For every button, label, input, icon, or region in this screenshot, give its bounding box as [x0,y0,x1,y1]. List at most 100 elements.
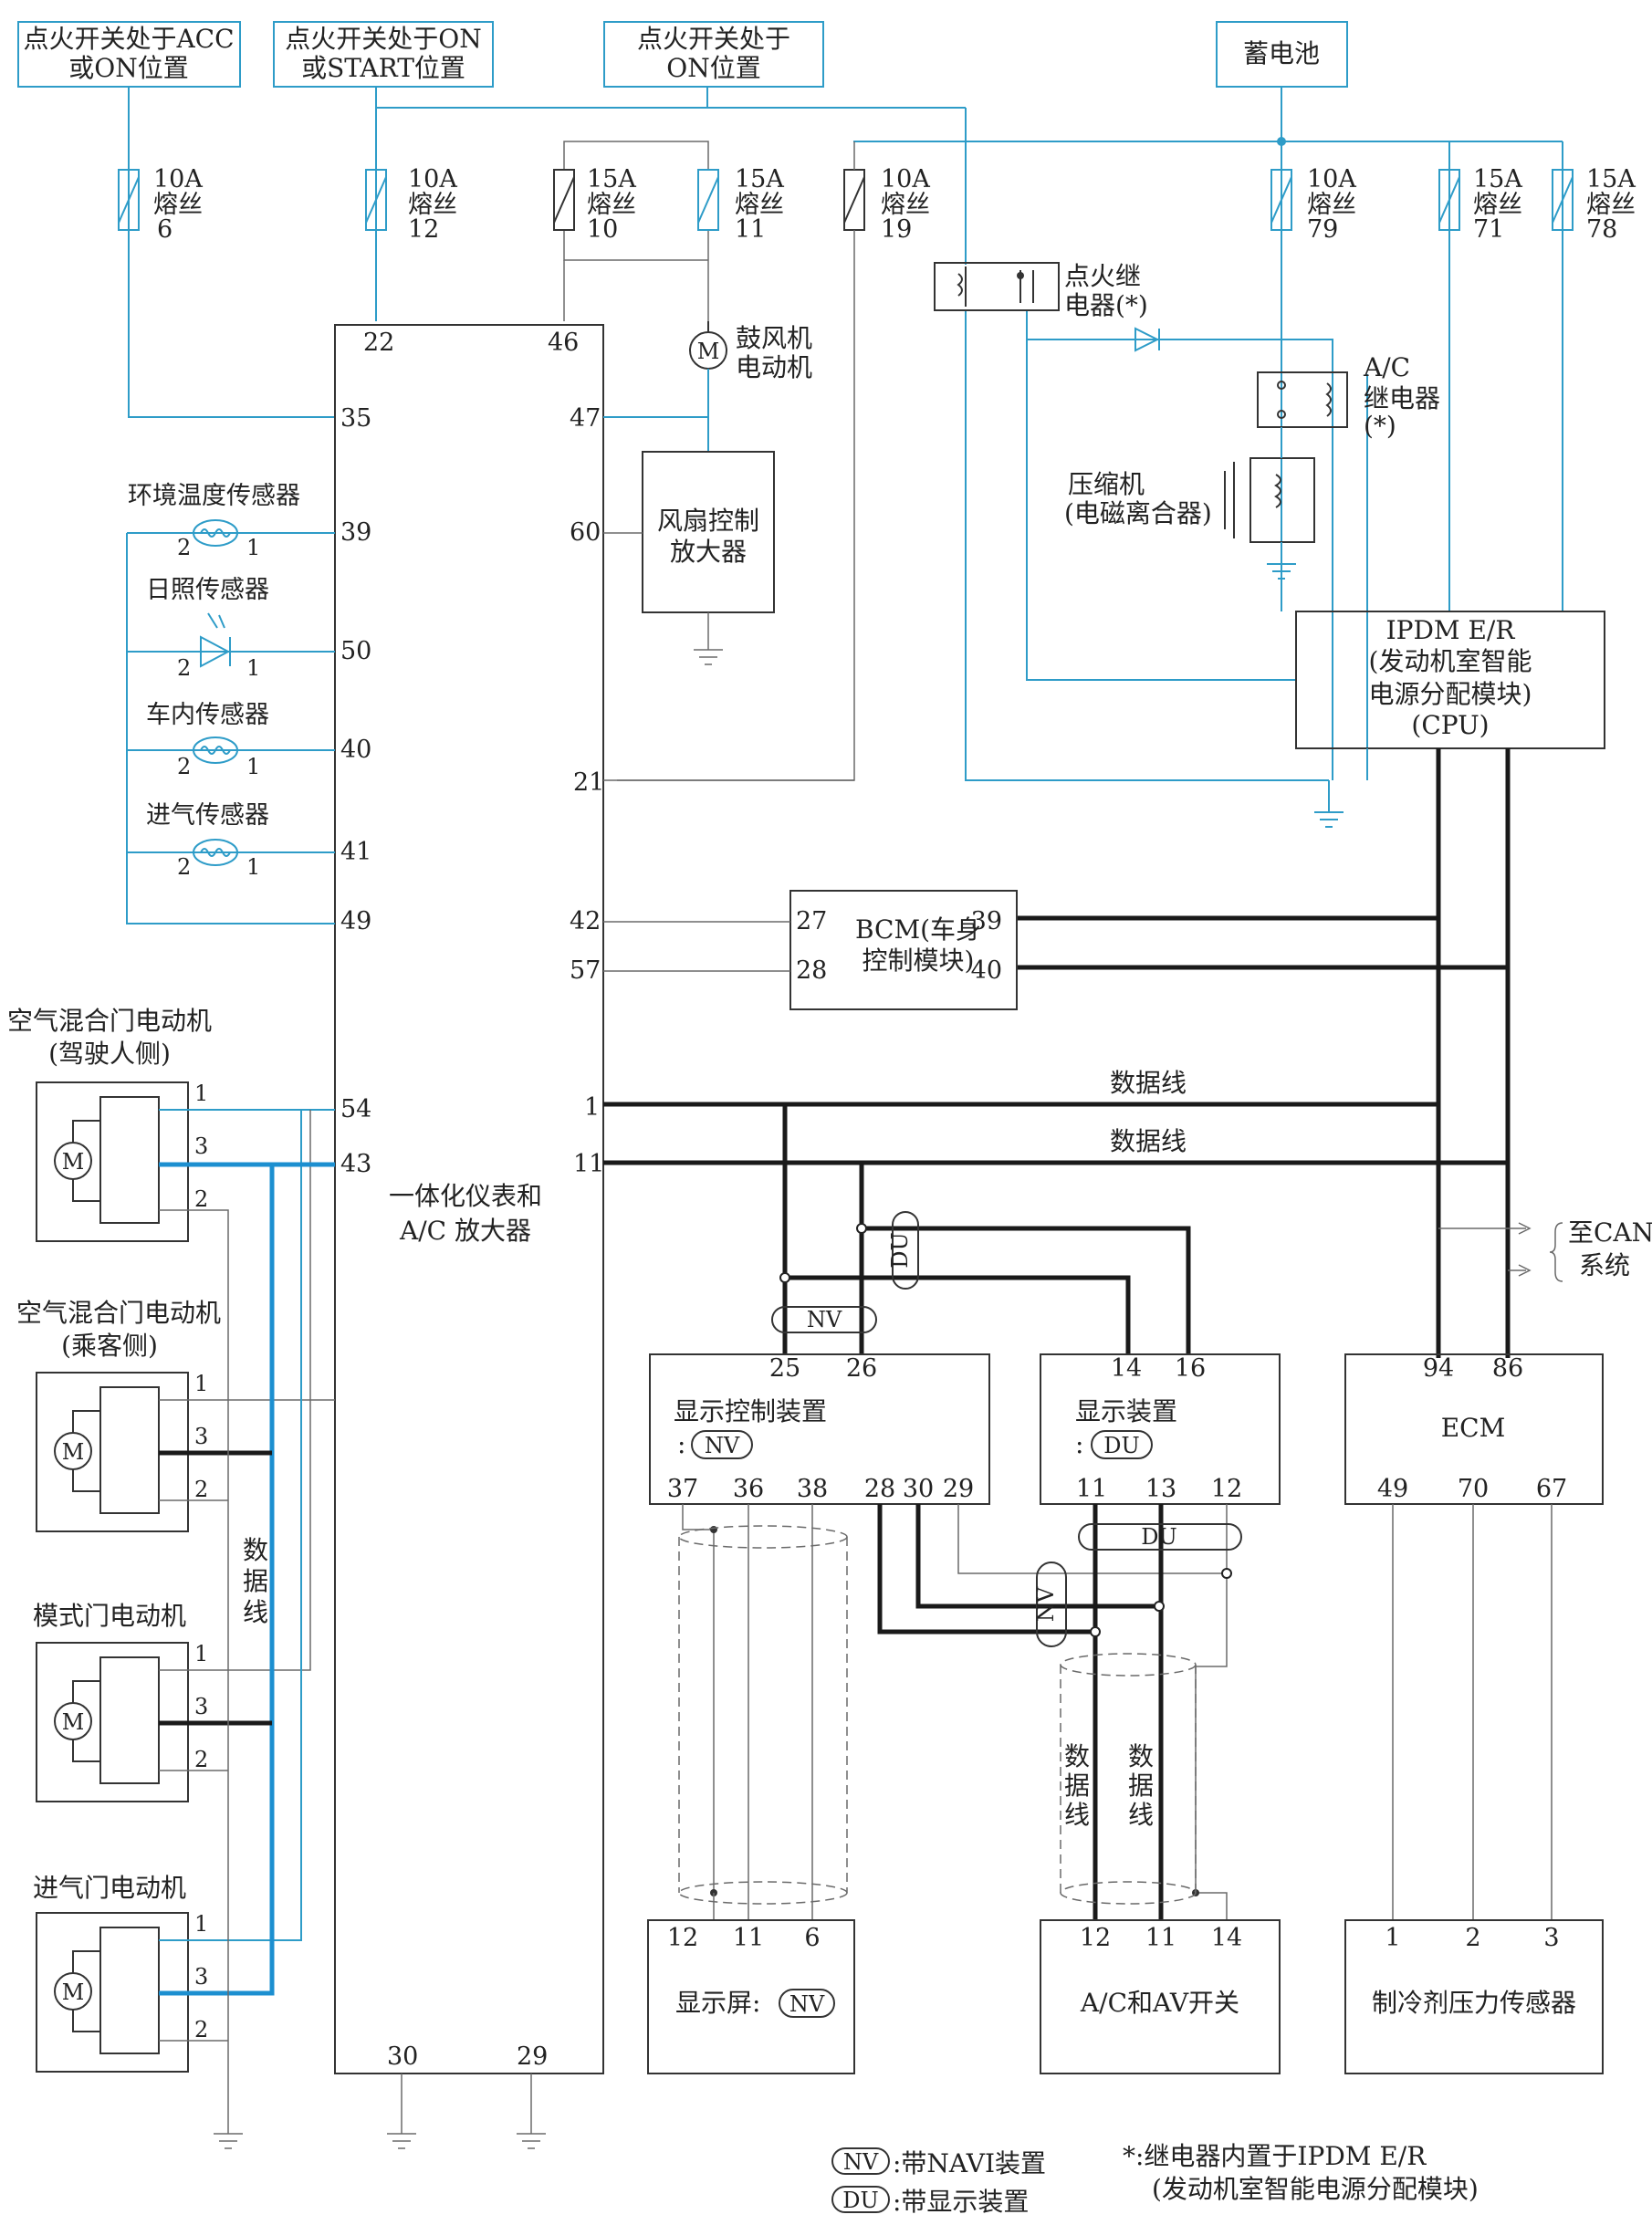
legend-star-1: *:继电器内置于IPDM E/R [1123,2141,1427,2171]
motor-mode-pin2: 2 [194,1747,208,1772]
fuse-78-label: 熔丝 [1586,191,1636,219]
ac-relay-label-1: A/C [1363,352,1410,382]
intake-sensor-pin1: 1 [246,854,260,880]
fuse-79 [1270,169,1292,231]
tag-nv-1-text: NV [807,1307,842,1332]
fuse-11 [697,169,719,231]
sensors: 环境温度传感器 2 1 日照传感器 2 1 车内传感器 2 1 进气传感器 2 … [126,482,335,924]
tag-nv-2: NV [1033,1562,1067,1647]
pin-46: 46 [548,329,579,357]
motor-passenger-pin1: 1 [194,1371,208,1396]
legend-nv-tag: NV [843,2149,879,2175]
dcu-title: 显示控制装置 [674,1396,827,1426]
motor-intake-pin2: 2 [194,2017,208,2042]
motor-mode-label: 模式门电动机 [33,1601,186,1631]
motor-driver-pin2: 2 [194,1186,208,1212]
ac-relay: A/C 继电器 (*) [1257,352,1440,441]
display-wiring: DU NV [771,1104,1191,1354]
ecm-title: ECM [1441,1413,1506,1443]
screen-pin-11: 11 [733,1924,764,1952]
display-unit: 14 16 显示装置 : DU 11 13 12 [1040,1353,1281,1505]
ecm-pin-49: 49 [1377,1475,1408,1503]
pin-43: 43 [340,1150,371,1178]
ecm: 94 86 ECM 49 70 67 [1344,1353,1604,1920]
fuse-6 [118,169,140,231]
du-data-line-b1: 数 [1128,1741,1154,1771]
cabin-sensor-symbol [193,736,238,764]
pin-1: 1 [584,1093,600,1122]
legend-du-text: :带显示装置 [893,2187,1029,2217]
motor-driver-pin3: 3 [194,1133,208,1159]
pressure-pin-1: 1 [1385,1924,1400,1952]
pin-50: 50 [340,637,371,665]
fuse-78-num: 78 [1586,215,1617,244]
tag-du-2: DU [1078,1523,1242,1551]
blower-label-1: 鼓风机 [736,323,812,353]
ac-av-switch: 12 11 14 A/C和AV开关 [1040,1919,1281,2074]
fuse-6-label: 熔丝 [153,191,203,219]
pin-47: 47 [570,404,601,433]
motor-driver-pin1: 1 [194,1081,208,1106]
fuse-79-label: 熔丝 [1307,191,1356,219]
fuse-11-amp: 15A [735,165,784,193]
ign-relay-label-1: 点火继 [1064,261,1141,291]
fuse-11-num: 11 [735,215,766,244]
pin-54: 54 [340,1095,371,1123]
dcu-tag-prefix: : [677,1429,685,1459]
motor-passenger-label-2: (乘客侧) [61,1331,158,1361]
sun-sensor-pin1: 1 [246,655,260,681]
screen-tag-nv: NV [789,1991,825,2017]
source-on: 点火开关处于 ON位置 [603,21,824,88]
legend-nv-text: :带NAVI装置 [893,2148,1046,2178]
dcu-tag-nv: NV [705,1433,740,1458]
screen-title: 显示屏: [675,1988,760,2018]
ac-amp-label-1: 一体化仪表和 [389,1181,542,1211]
du-pin-13: 13 [1145,1475,1176,1503]
legend: NV :带NAVI装置 DU :带显示装置 *:继电器内置于IPDM E/R (… [831,2141,1479,2217]
ecm-pin-86: 86 [1492,1354,1523,1383]
motor-mode-icon: M [62,1709,85,1735]
du-data-line-b2: 据 [1128,1771,1154,1801]
motor-driver-icon: M [62,1149,85,1175]
display-control-unit: 25 26 显示控制装置 : NV 37 36 38 28 30 29 [649,1353,990,1505]
acav-pin-11: 11 [1145,1924,1176,1952]
fuse-12-amp: 10A [408,165,457,193]
pin-57: 57 [570,956,601,985]
du-data-line-a3: 线 [1064,1800,1090,1830]
pin-40: 40 [340,736,371,764]
dcu-pin-25: 25 [769,1354,800,1383]
ipdm-label-1: IPDM E/R [1386,615,1516,645]
fuse-symbols [118,169,1574,231]
du-pin-16: 16 [1175,1354,1206,1383]
legend-star-2: (发动机室智能电源分配模块) [1152,2174,1479,2204]
fuse-19-num: 19 [881,215,912,244]
du-data-line-b3: 线 [1128,1800,1154,1830]
du-pin-11: 11 [1076,1475,1107,1503]
fuse-10-label: 熔丝 [587,191,636,219]
pin-11: 11 [573,1150,604,1178]
can-label-2: 系统 [1579,1250,1630,1280]
battery-label: 蓄电池 [1243,38,1320,68]
fuse-79-num: 79 [1307,215,1338,244]
source-acc-on-line1: 点火开关处于ACC [23,24,234,54]
pin-60: 60 [570,518,601,547]
motor-wiring: 数 据 线 [159,1109,335,2149]
fuse-79-amp: 10A [1307,165,1356,193]
intake-sensor-symbol [193,839,238,866]
data-line-label-1: 数据线 [1110,1068,1187,1098]
pin-30: 30 [387,2042,418,2071]
motor-mode-pin1: 1 [194,1641,208,1666]
pressure-title: 制冷剂压力传感器 [1372,1988,1576,2018]
ambient-sensor-pin1: 1 [246,535,260,560]
pin-22: 22 [363,329,394,357]
source-acc-on-line2: 或ON位置 [68,53,188,83]
fuse-71 [1438,169,1460,231]
ecm-pin-70: 70 [1458,1475,1489,1503]
pin-39: 39 [340,518,371,547]
motor-data-line-1: 数 [243,1535,268,1565]
door-motors: 空气混合门电动机 (驾驶人侧) M 1 3 2 空气混合门电动机 (乘客侧) M… [7,1006,221,2073]
dcu-pin-26: 26 [846,1354,877,1383]
lower-wiring: NV DU 数 据 线 数 据 线 [678,1504,1242,1920]
source-on-start: 点火开关处于ON 或START位置 [273,21,494,88]
